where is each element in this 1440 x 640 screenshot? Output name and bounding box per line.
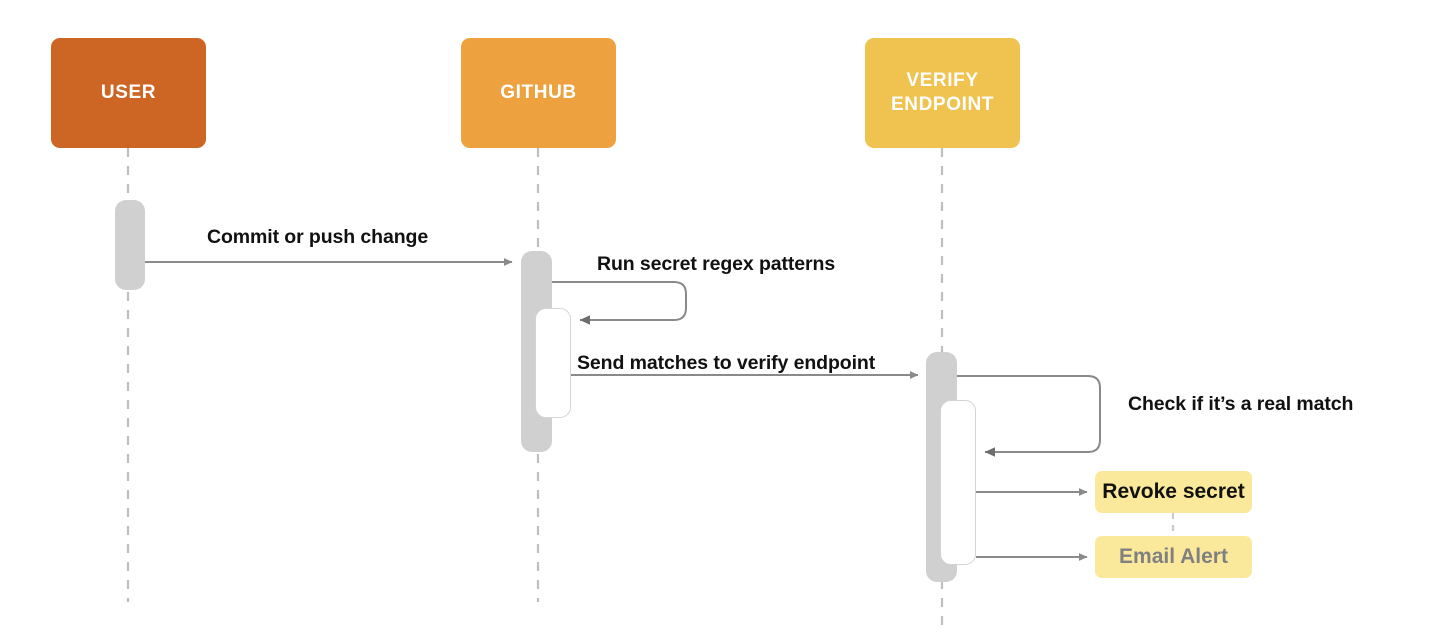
- participant-verify-endpoint[interactable]: VERIFY ENDPOINT: [865, 38, 1020, 148]
- participant-verify-endpoint-label-line2: ENDPOINT: [891, 94, 994, 115]
- activation-bar-user: [115, 200, 145, 290]
- note-revoke-secret[interactable]: Revoke secret: [1095, 471, 1252, 513]
- message-arrow-check-if-its-a-real-match: [957, 375, 1101, 457]
- message-label-send-matches-to-verify-endpoint: Send matches to verify endpoint: [577, 352, 876, 374]
- message-label-run-secret-regex-patterns: Run secret regex patterns: [597, 253, 836, 275]
- activation-bar-github-nested: [535, 308, 571, 418]
- message-label-check-if-its-a-real-match: Check if it’s a real match: [1128, 393, 1354, 415]
- participant-github[interactable]: GITHUB: [461, 38, 616, 148]
- message-label-commit-or-push-change: Commit or push change: [207, 226, 429, 248]
- note-email-alert-label: Email Alert: [1119, 545, 1228, 568]
- participant-user[interactable]: USER: [51, 38, 206, 148]
- note-revoke-secret-label: Revoke secret: [1102, 480, 1245, 503]
- participant-verify-endpoint-label-line1: VERIFY: [906, 70, 979, 92]
- note-email-alert[interactable]: Email Alert: [1095, 536, 1252, 578]
- participant-user-label: USER: [100, 82, 157, 104]
- message-arrow-run-secret-regex-patterns: [552, 281, 687, 325]
- participant-github-label: GITHUB: [500, 82, 577, 104]
- activation-bar-verify-nested: [940, 400, 976, 565]
